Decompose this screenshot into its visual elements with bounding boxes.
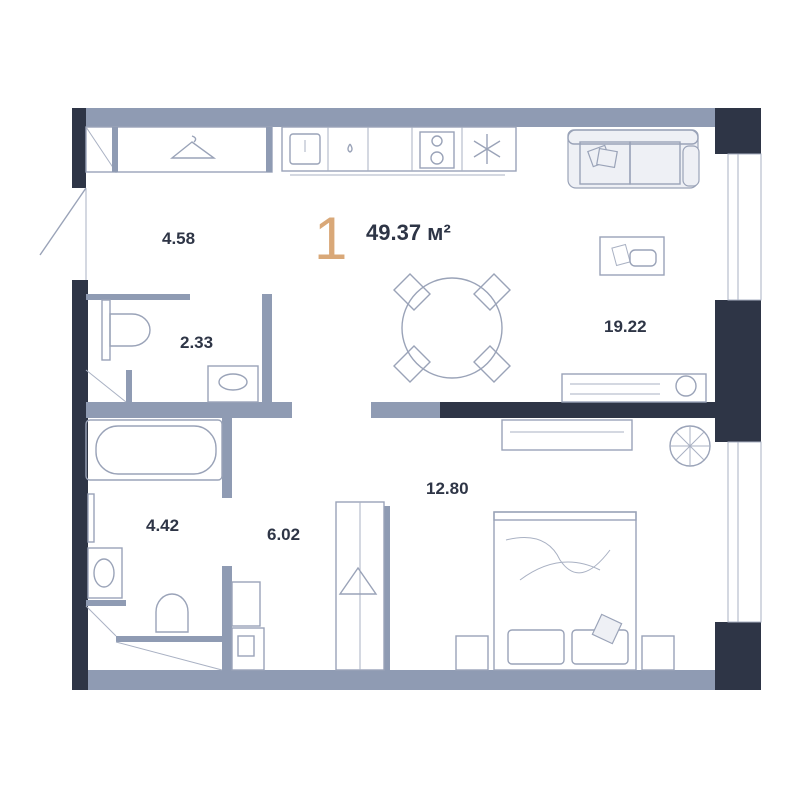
nightstand-left <box>455 635 489 671</box>
bottom-wall <box>72 670 720 690</box>
plant-icon <box>669 425 711 467</box>
top-wall <box>72 108 720 127</box>
window-bedroom <box>727 441 762 623</box>
kitchen-counter <box>281 126 517 176</box>
corridor-right-wall <box>384 506 390 670</box>
entrance-door <box>39 187 87 280</box>
kitchen-bedroom-wall-right <box>440 402 715 418</box>
bathroom-fixtures <box>85 419 223 671</box>
tv-stand-living <box>561 373 707 403</box>
bathtub <box>85 419 223 481</box>
bathroom-toilet-icon <box>155 593 189 633</box>
wc-right-wall <box>262 294 272 404</box>
area-corridor: 6.02 <box>267 525 300 544</box>
total-area: 49.37 м² <box>366 220 451 245</box>
right-pillar-bottom <box>715 622 761 690</box>
area-kitchen-living: 19.22 <box>604 317 647 336</box>
stove-icon <box>419 131 455 169</box>
corridor-hanger-icon <box>338 566 378 595</box>
wardrobe-hallway <box>85 126 273 173</box>
rooms-count: 1 <box>314 205 347 272</box>
kitchen-sink-icon <box>289 133 321 165</box>
snowflake-icon <box>473 134 501 164</box>
wc-fixtures <box>85 299 259 403</box>
nightstand-right <box>641 635 675 671</box>
wc-top-wall <box>86 294 190 300</box>
left-wall-lower <box>72 280 88 690</box>
laundry <box>231 581 265 671</box>
water-drop-icon <box>347 143 353 153</box>
interior-walls <box>86 294 715 670</box>
bath-top-wall <box>86 402 292 418</box>
dining-table <box>393 273 511 383</box>
windows <box>727 153 762 623</box>
bed <box>455 511 675 671</box>
coffee-table <box>599 236 665 276</box>
wardrobe-corridor <box>335 501 385 671</box>
area-wc: 2.33 <box>180 333 213 352</box>
hanger-icon <box>170 135 217 159</box>
washbasin <box>87 547 123 599</box>
area-hallway: 4.58 <box>162 229 195 248</box>
toilet-icon <box>109 313 151 347</box>
kitchen-bedroom-wall-left <box>371 402 441 418</box>
area-bedroom: 12.80 <box>426 479 469 498</box>
outer-walls <box>72 108 761 690</box>
area-bathroom: 4.42 <box>146 516 179 535</box>
right-pillar-top <box>715 108 761 154</box>
bath-lower-wall <box>222 566 232 670</box>
right-pillar-middle <box>715 300 761 442</box>
sofa <box>567 129 700 189</box>
left-wall-upper <box>72 108 86 188</box>
labels: 1 49.37 м² 4.58 2.33 4.42 6.02 19.22 12.… <box>146 205 647 544</box>
window-kitchen <box>727 153 762 301</box>
tv-stand-bedroom <box>501 419 633 451</box>
bath-inner-wall <box>222 418 232 498</box>
